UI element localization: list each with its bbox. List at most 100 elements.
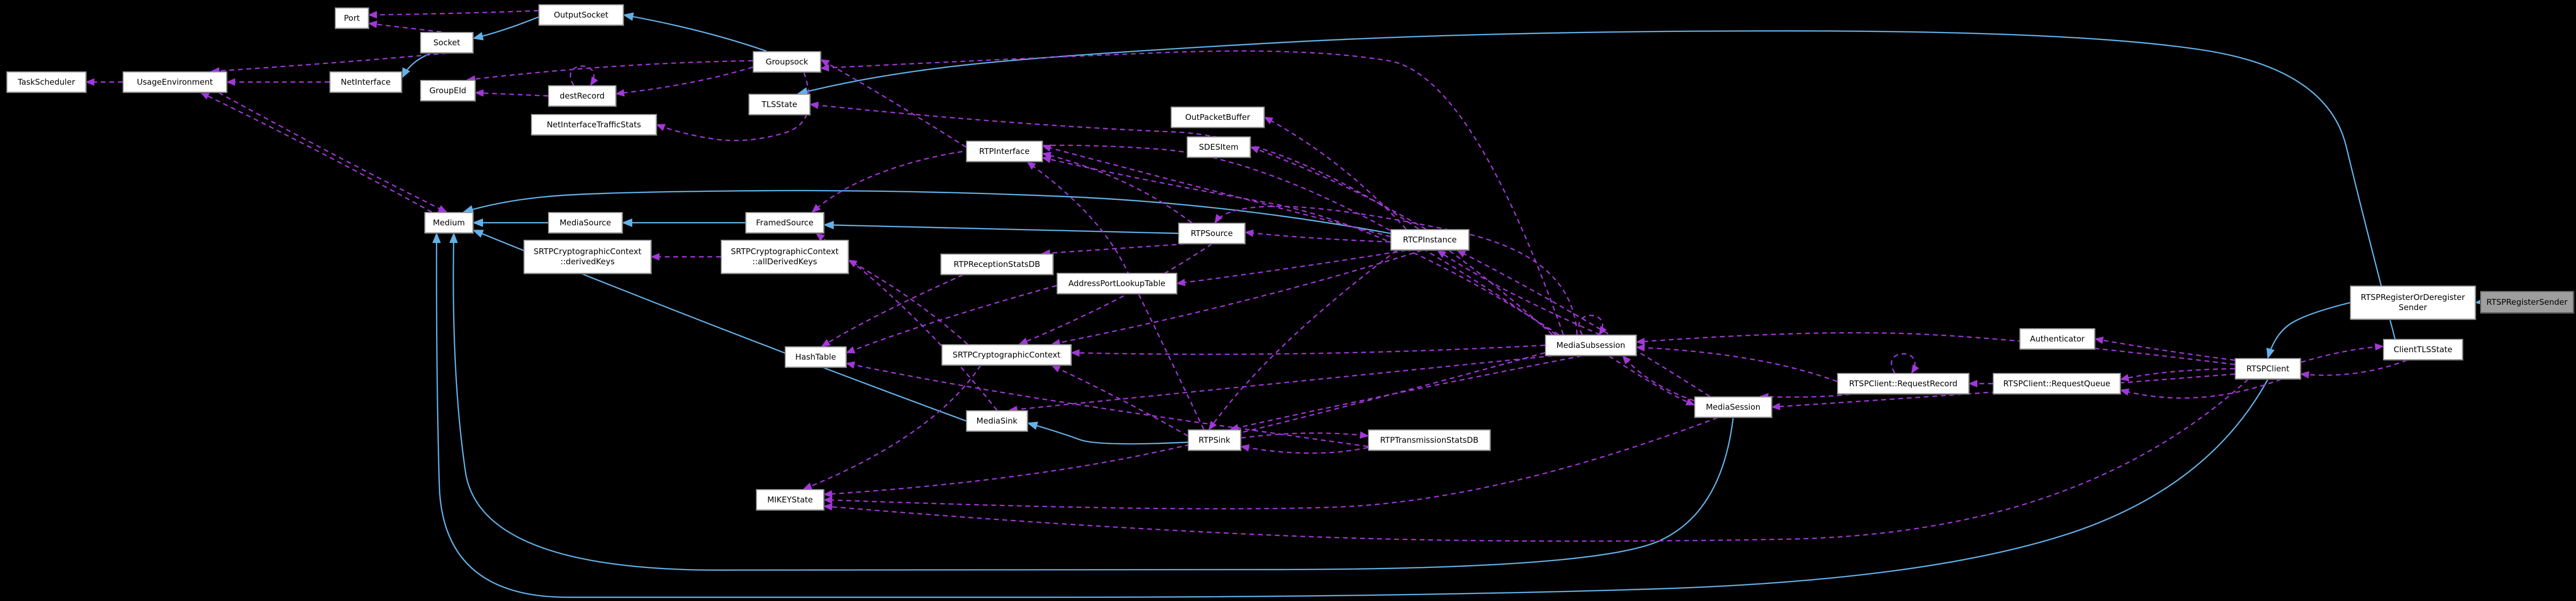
node-taskscheduler[interactable]: TaskScheduler bbox=[6, 71, 86, 93]
node-srtpcryptographiccontext[interactable]: SRTPCryptographicContext bbox=[941, 344, 1072, 366]
edge-rtspclient-requestqueue bbox=[2120, 368, 2235, 381]
edge-rtcpinstance-srtpcryptographiccontext bbox=[1051, 249, 1422, 346]
edge-srtpcryptographiccontext-srtpallderivedkeys bbox=[848, 259, 968, 345]
edge-mediasession-rtcpinstance bbox=[1456, 249, 1710, 397]
edge-mediasubsession-rtpsource bbox=[1214, 206, 1578, 335]
edge-rtptransmissionstatsdb-rtpsink bbox=[1240, 444, 1368, 454]
edge-socket-netinterface bbox=[401, 52, 431, 79]
node-rtspclient[interactable]: RTSPClient bbox=[2235, 358, 2301, 379]
edge-rtspclient-medium bbox=[432, 232, 2269, 598]
node-outpacketbuffer[interactable]: OutPacketBuffer bbox=[1171, 107, 1265, 128]
edge-socket-usageenvironment bbox=[210, 52, 447, 75]
edge-rtcpinstance-medium bbox=[462, 190, 1391, 234]
node-mediasink[interactable]: MediaSink bbox=[966, 410, 1028, 432]
edge-srtpcryptographiccontext-mikeystate bbox=[802, 365, 981, 490]
edge-mediasubsession-mikeystate bbox=[823, 352, 1545, 498]
node-srtpderivedkeys[interactable]: SRTPCryptographicContext ::derivedKeys bbox=[524, 240, 651, 274]
node-mediasession[interactable]: MediaSession bbox=[1694, 396, 1772, 418]
node-netinterface[interactable]: NetInterface bbox=[329, 71, 402, 93]
node-mikeystate[interactable]: MIKEYState bbox=[756, 489, 824, 510]
edge-mediasubsession-self bbox=[1578, 314, 1607, 336]
node-hashtable[interactable]: HashTable bbox=[785, 346, 847, 368]
edge-rtcpinstance-addressportlookuptable bbox=[1176, 249, 1406, 287]
edge-groupsock-groupeid bbox=[466, 60, 753, 83]
edge-addressportlookuptable-hashtable bbox=[846, 285, 1057, 354]
edge-outputsocket-port bbox=[368, 10, 539, 19]
node-socket[interactable]: Socket bbox=[420, 32, 473, 53]
node-framedsource[interactable]: FramedSource bbox=[745, 212, 824, 233]
edge-rtpinterface-groupsock bbox=[820, 59, 967, 148]
edge-requestrecord-mediasession bbox=[1759, 393, 1850, 401]
edge-rtcpinstance-outpacketbuffer bbox=[1263, 116, 1407, 230]
node-rtpsink[interactable]: RTPSink bbox=[1188, 429, 1241, 451]
edge-mediasession-medium bbox=[449, 232, 1734, 571]
node-rtpreceptionstatsdb[interactable]: RTPReceptionStatsDB bbox=[940, 254, 1053, 275]
edge-rtpsink-mediasink bbox=[1027, 421, 1188, 445]
node-mediasource[interactable]: MediaSource bbox=[548, 212, 623, 233]
edge-rodsender-rtspclient bbox=[2266, 302, 2350, 359]
node-rtptransmissionstatsdb[interactable]: RTPTransmissionStatsDB bbox=[1368, 429, 1491, 451]
edge-rtpsource-framedsource bbox=[823, 221, 1179, 234]
edge-mediasession-mediasubsession bbox=[1622, 355, 1695, 402]
node-rtspregistersender[interactable]: RTSPRegisterSender bbox=[2480, 291, 2574, 313]
node-destrecord[interactable]: destRecord bbox=[548, 85, 616, 107]
node-addressportlookuptable[interactable]: AddressPortLookupTable bbox=[1057, 273, 1177, 294]
edge-outputsocket-socket bbox=[472, 16, 539, 40]
node-rodsender[interactable]: RTSPRegisterOrDeregister Sender bbox=[2350, 286, 2476, 320]
node-requestrecord[interactable]: RTSPClient::RequestRecord bbox=[1837, 373, 1969, 394]
edge-rtpsource-srtpcryptographiccontext bbox=[1018, 243, 1212, 345]
node-authenticator[interactable]: Authenticator bbox=[2019, 328, 2095, 350]
edge-rtpsink-srtpcryptographiccontext bbox=[1051, 364, 1188, 437]
edge-destrecord-self bbox=[569, 65, 598, 86]
node-rtpinterface[interactable]: RTPInterface bbox=[966, 141, 1043, 162]
edge-rtspclient-mediasubsession bbox=[1636, 332, 2235, 366]
edge-requestrecord-self bbox=[1890, 353, 1919, 374]
edge-rtpsource-rtpreceptionstatsdb bbox=[1041, 243, 1185, 257]
edge-mediasubsession-groupsock bbox=[820, 50, 1564, 335]
edge-rtspclient-mikeystate bbox=[823, 379, 2249, 542]
edge-rtspclient-authenticator bbox=[2094, 336, 2235, 361]
edge-groupsock-destrecord bbox=[615, 66, 753, 97]
node-mediasubsession[interactable]: MediaSubsession bbox=[1545, 335, 1637, 356]
edge-rtspclient-clienttlsstate bbox=[2300, 343, 2384, 363]
edge-destrecord-groupeid bbox=[474, 89, 549, 97]
node-srtpallderivedkeys[interactable]: SRTPCryptographicContext ::allDerivedKey… bbox=[721, 240, 849, 274]
node-groupeid[interactable]: GroupEId bbox=[420, 80, 476, 101]
node-sdesitem[interactable]: SDESItem bbox=[1187, 136, 1251, 158]
edge-medium-usageenvironment bbox=[200, 92, 432, 213]
edge-mediasubsession-srtpcryptographiccontext bbox=[1070, 344, 1545, 357]
edge-mediasink-framedsource bbox=[815, 232, 997, 411]
node-port[interactable]: Port bbox=[335, 7, 369, 29]
edge-rtspclient-requestqueue bbox=[2120, 378, 2282, 399]
node-medium[interactable]: Medium bbox=[424, 212, 473, 233]
edge-clienttlsstate-tlsstate bbox=[796, 30, 2396, 339]
edge-mediasubsession-framedsource bbox=[811, 144, 1557, 335]
edge-rtcpinstance-rtpinterface bbox=[1042, 144, 1391, 238]
edge-socket-port bbox=[368, 20, 442, 33]
edge-mediasubsession-rtcpinstance bbox=[1437, 249, 1600, 336]
edge-mediasubsession-rtpinterface bbox=[1042, 156, 1559, 336]
node-tlsstate[interactable]: TLSState bbox=[748, 94, 810, 115]
node-groupsock[interactable]: Groupsock bbox=[753, 51, 821, 72]
node-rtcpinstance[interactable]: RTCPInstance bbox=[1390, 229, 1469, 250]
edge-mediasubsession-mediasink bbox=[1008, 355, 1552, 413]
node-outputsocket[interactable]: OutputSocket bbox=[538, 4, 624, 26]
edge-rtcpinstance-rtpsource bbox=[1244, 229, 1391, 243]
edge-rtspregistersender-rodsender bbox=[2475, 297, 2486, 306]
edge-rtcpinstance-sdesitem bbox=[1250, 146, 1427, 230]
edge-rtpreceptionstatsdb-hashtable bbox=[820, 274, 963, 347]
node-nits[interactable]: NetInterfaceTrafficStats bbox=[531, 114, 657, 135]
edge-rtpsource-rtpinterface bbox=[1042, 151, 1192, 223]
edge-mediasession-mikeystate bbox=[823, 417, 1718, 510]
node-clienttlsstate[interactable]: ClientTLSState bbox=[2383, 339, 2463, 360]
edge-usageenvironment-medium bbox=[218, 92, 448, 213]
edge-mediasubsession-rtpsink bbox=[1229, 355, 1582, 432]
edge-mediasubsession-mediasession bbox=[1608, 355, 1695, 406]
edge-requestrecord-mediasubsession bbox=[1636, 344, 1838, 383]
node-usageenvironment[interactable]: UsageEnvironment bbox=[123, 71, 227, 93]
node-requestqueue[interactable]: RTSPClient::RequestQueue bbox=[1993, 373, 2121, 394]
edge-rtcpinstance-rtpsink bbox=[1208, 250, 1397, 431]
node-rtpsource[interactable]: RTPSource bbox=[1178, 223, 1245, 244]
